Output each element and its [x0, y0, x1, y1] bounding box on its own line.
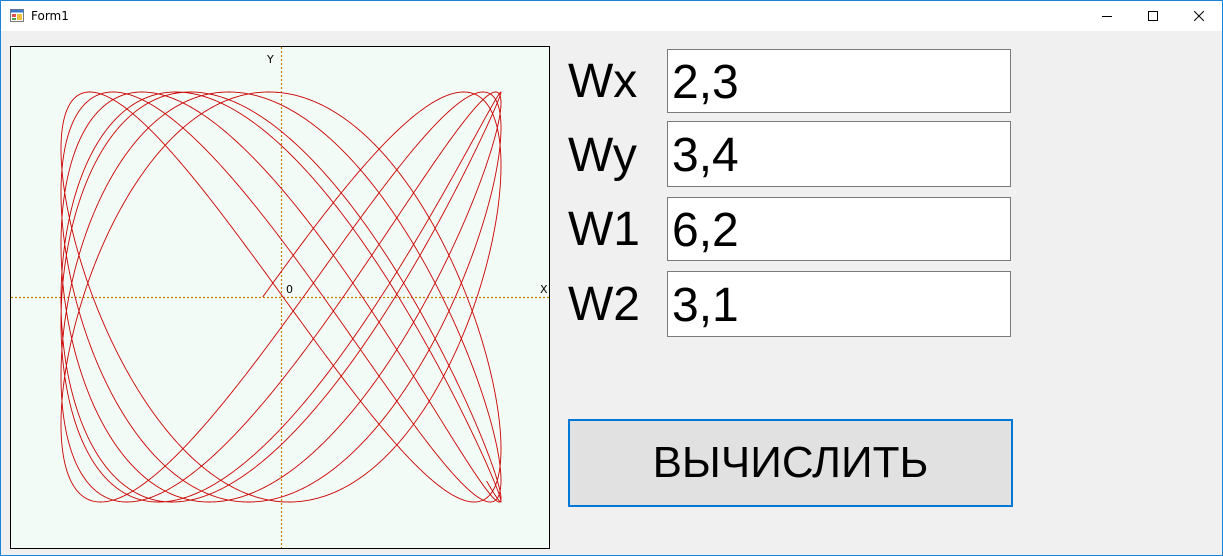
- w2-input[interactable]: [667, 271, 1011, 337]
- maximize-button[interactable]: [1130, 1, 1176, 31]
- lissajous-curve: [60, 91, 502, 503]
- maximize-icon: [1148, 11, 1158, 21]
- w1-label: W1: [568, 203, 640, 256]
- close-button[interactable]: [1176, 1, 1222, 31]
- wx-label: Wx: [568, 55, 638, 108]
- lissajous-plot: Y X 0: [10, 46, 550, 549]
- winforms-app-icon: [10, 9, 24, 22]
- w1-input[interactable]: [667, 197, 1011, 261]
- minimize-icon: [1102, 16, 1112, 17]
- minimize-button[interactable]: [1084, 1, 1130, 31]
- y-axis-label: Y: [266, 53, 274, 66]
- plot-canvas: Y X 0: [11, 47, 549, 548]
- title-bar[interactable]: Form1: [1, 1, 1222, 31]
- origin-label: 0: [286, 283, 293, 296]
- calculate-button[interactable]: ВЫЧИСЛИТЬ: [568, 419, 1013, 507]
- wy-input[interactable]: [667, 121, 1011, 187]
- wx-input[interactable]: [667, 49, 1011, 113]
- close-icon: [1194, 11, 1204, 21]
- window-title: Form1: [31, 9, 69, 23]
- w2-label: W2: [568, 278, 640, 331]
- wy-label: Wy: [568, 129, 637, 182]
- x-axis-label: X: [540, 283, 548, 296]
